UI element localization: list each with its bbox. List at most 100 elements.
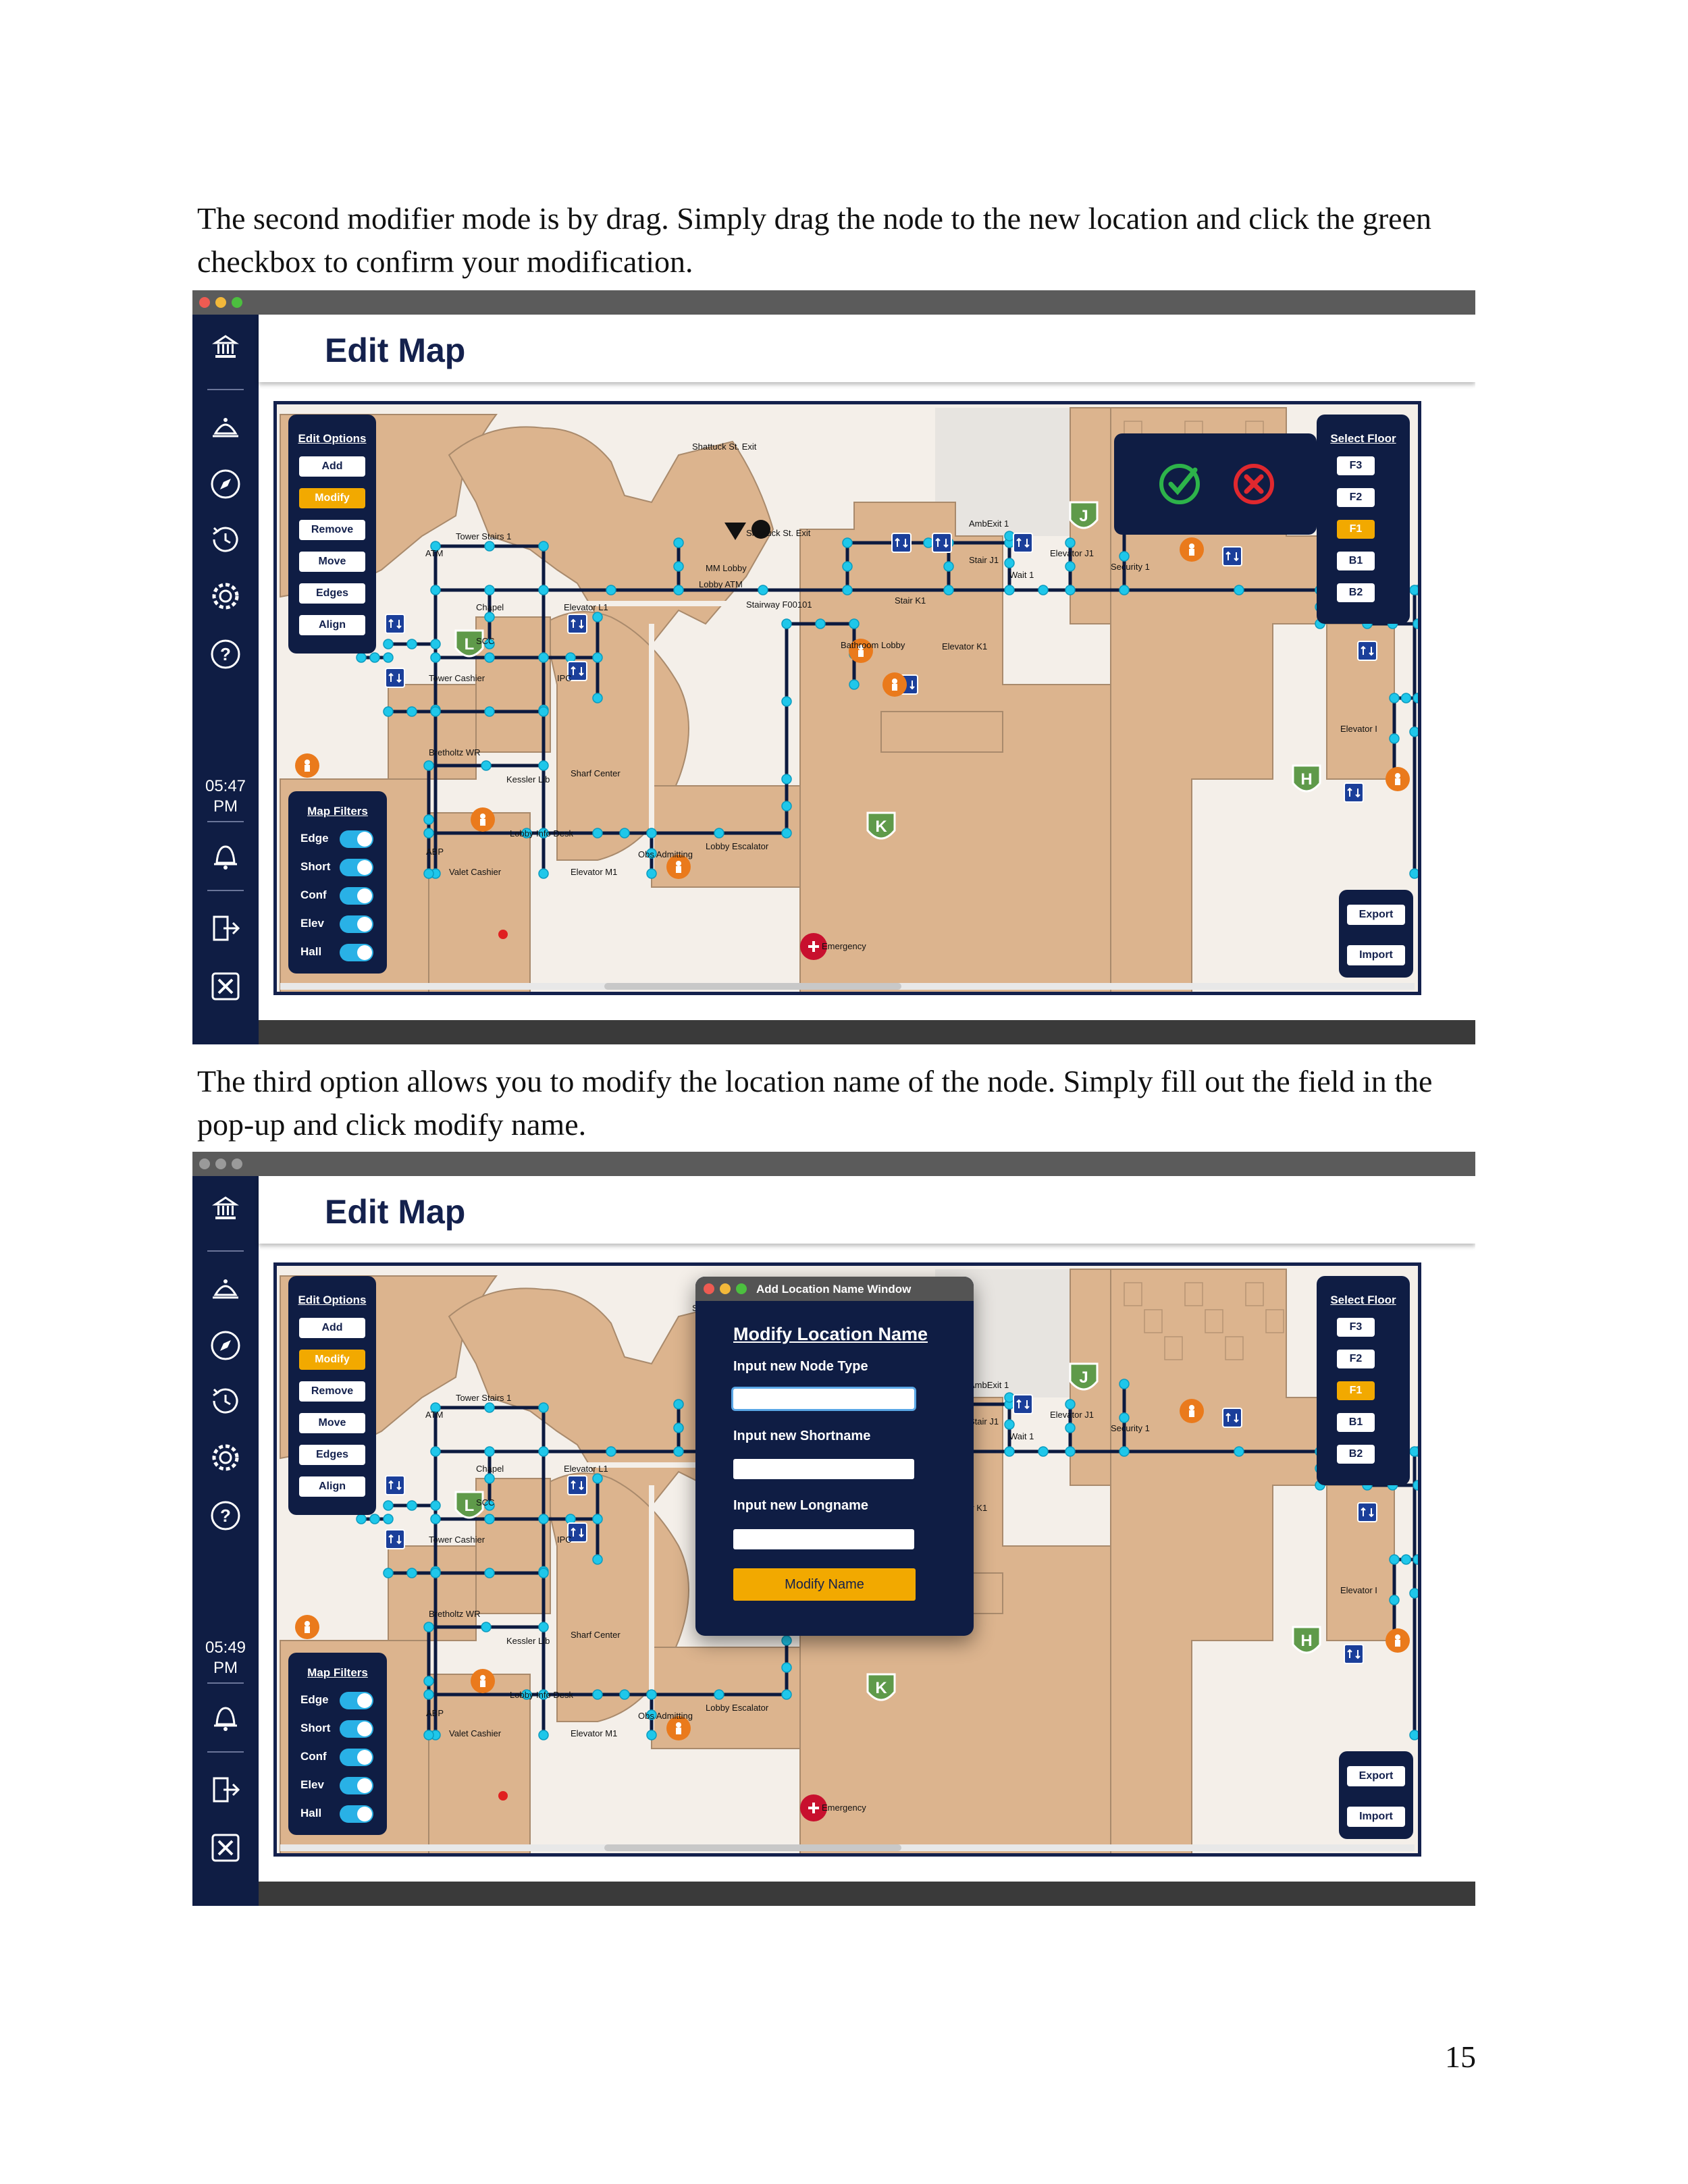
edit-option-modify-button[interactable]: Modify — [299, 488, 365, 508]
exit-app-icon[interactable] — [206, 967, 245, 1006]
hospital-icon[interactable] — [206, 1190, 245, 1229]
import-button[interactable]: Import — [1347, 1807, 1405, 1827]
elevator-icon — [1013, 533, 1033, 553]
floor-b2-button[interactable]: B2 — [1337, 1445, 1375, 1464]
floor-f3-button[interactable]: F3 — [1337, 456, 1375, 475]
longname-input[interactable] — [733, 1529, 914, 1549]
floor-f1-button[interactable]: F1 — [1337, 1381, 1375, 1400]
bell-notification-icon[interactable] — [206, 837, 245, 876]
help-icon[interactable]: ? — [206, 635, 245, 674]
scrollbar-thumb[interactable] — [604, 983, 901, 990]
shortname-input[interactable] — [733, 1459, 914, 1479]
map-node — [406, 1500, 417, 1511]
map-node — [538, 868, 549, 879]
edit-option-move-button[interactable]: Move — [299, 552, 365, 572]
edit-option-align-button[interactable]: Align — [299, 615, 365, 635]
edit-option-move-button[interactable]: Move — [299, 1413, 365, 1433]
logout-icon[interactable] — [206, 909, 245, 948]
filter-toggle-conf[interactable] — [340, 1749, 373, 1766]
scrollbar-thumb[interactable] — [604, 1844, 901, 1851]
edit-option-add-button[interactable]: Add — [299, 1318, 365, 1338]
edit-option-remove-button[interactable]: Remove — [299, 520, 365, 540]
edit-option-modify-button[interactable]: Modify — [299, 1350, 365, 1370]
edit-option-edges-button[interactable]: Edges — [299, 583, 365, 604]
gear-icon[interactable] — [206, 1438, 245, 1477]
popup-minimize-dot[interactable] — [720, 1283, 731, 1294]
filter-toggle-edge[interactable] — [340, 830, 373, 848]
edit-option-add-button[interactable]: Add — [299, 456, 365, 477]
floor-b1-button[interactable]: B1 — [1337, 552, 1375, 570]
map-node — [592, 1473, 603, 1484]
bottom-strip — [259, 1882, 1475, 1906]
page-number: 15 — [1445, 2040, 1476, 2074]
map-label: ABP — [426, 847, 444, 857]
floor-f2-button[interactable]: F2 — [1337, 1350, 1375, 1368]
filter-toggle-short[interactable] — [340, 859, 373, 876]
map-label: Lobby Escalator — [706, 841, 769, 851]
map-label: Elevator K1 — [942, 641, 987, 651]
logout-icon[interactable] — [206, 1770, 245, 1809]
edit-option-align-button[interactable]: Align — [299, 1476, 365, 1497]
compass-icon[interactable] — [206, 1326, 245, 1365]
import-button[interactable]: Import — [1347, 945, 1405, 965]
export-button[interactable]: Export — [1347, 905, 1405, 925]
close-window-dot[interactable] — [199, 297, 210, 308]
bell-service-icon[interactable] — [206, 409, 245, 448]
compass-icon[interactable] — [206, 464, 245, 504]
help-icon[interactable]: ? — [206, 1496, 245, 1535]
map-node — [1065, 561, 1076, 572]
popup-zoom-dot[interactable] — [736, 1283, 747, 1294]
svg-text:K: K — [875, 818, 887, 836]
modify-name-button[interactable]: Modify Name — [733, 1568, 916, 1601]
export-button[interactable]: Export — [1347, 1766, 1405, 1786]
map-node — [815, 618, 826, 629]
sidebar-divider — [207, 389, 244, 390]
popup-close-dot[interactable] — [704, 1283, 714, 1294]
map-node — [646, 868, 657, 879]
map-node — [673, 1446, 684, 1457]
close-window-dot[interactable] — [199, 1158, 210, 1169]
bell-service-icon[interactable] — [206, 1271, 245, 1310]
map-node — [592, 1689, 603, 1700]
minimize-window-dot[interactable] — [215, 297, 226, 308]
filter-label: Edge — [300, 832, 329, 845]
map-node — [1413, 1554, 1421, 1565]
x-circle-icon[interactable] — [1230, 460, 1277, 508]
edit-option-edges-button[interactable]: Edges — [299, 1445, 365, 1465]
filter-toggle-elev[interactable] — [340, 1777, 373, 1794]
floor-b2-button[interactable]: B2 — [1337, 583, 1375, 602]
filter-toggle-short[interactable] — [340, 1720, 373, 1738]
map-node — [1389, 693, 1400, 703]
zoom-window-dot[interactable] — [232, 1158, 242, 1169]
node-type-input[interactable] — [733, 1389, 914, 1409]
floor-f3-button[interactable]: F3 — [1337, 1318, 1375, 1337]
filter-toggle-edge[interactable] — [340, 1692, 373, 1709]
edit-option-remove-button[interactable]: Remove — [299, 1381, 365, 1402]
map-label: ABP — [426, 1708, 444, 1718]
filter-toggle-elev[interactable] — [340, 915, 373, 933]
floor-f2-button[interactable]: F2 — [1337, 488, 1375, 507]
filter-toggle-hall[interactable] — [340, 1805, 373, 1823]
map-node — [484, 706, 495, 717]
map-node — [606, 585, 616, 595]
gear-icon[interactable] — [206, 577, 245, 616]
check-circle-icon[interactable] — [1156, 460, 1203, 508]
floor-b1-button[interactable]: B1 — [1337, 1413, 1375, 1432]
page-title: Edit Map — [325, 1193, 466, 1231]
building-7 — [428, 1674, 531, 1857]
map-node — [592, 652, 603, 663]
exit-app-icon[interactable] — [206, 1828, 245, 1867]
map-node — [1409, 1730, 1420, 1740]
minimize-window-dot[interactable] — [215, 1158, 226, 1169]
history-icon[interactable] — [206, 520, 245, 559]
filter-toggle-hall[interactable] — [340, 944, 373, 961]
zoom-window-dot[interactable] — [232, 297, 242, 308]
hospital-icon[interactable] — [206, 328, 245, 367]
floor-f1-button[interactable]: F1 — [1337, 520, 1375, 539]
history-icon[interactable] — [206, 1381, 245, 1420]
map-node — [1065, 585, 1076, 595]
bell-notification-icon[interactable] — [206, 1699, 245, 1738]
filter-toggle-conf[interactable] — [340, 887, 373, 905]
